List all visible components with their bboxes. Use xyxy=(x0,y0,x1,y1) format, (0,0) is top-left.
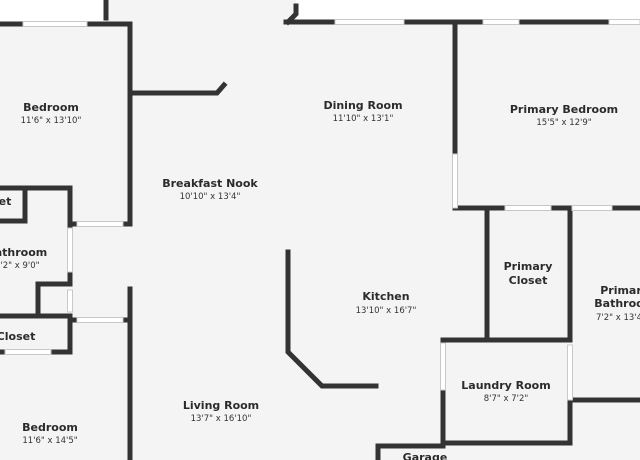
dims-primary-bathroom: 7'2" x 13'4 xyxy=(596,313,640,323)
window-dining xyxy=(334,19,405,25)
window-primary-bedroom-top xyxy=(482,19,520,25)
label-closet-top-left: et xyxy=(0,195,11,208)
window-bath-right xyxy=(67,227,73,273)
floor-top-passage xyxy=(106,0,296,24)
room-labels: Bedroom 11'6" x 13'10" Breakfast Nook 10… xyxy=(0,99,640,460)
window-primary-bedroom-bottom xyxy=(504,205,552,211)
label-bedroom-top: Bedroom xyxy=(23,101,79,114)
label-living-room: Living Room xyxy=(183,399,259,412)
label-dining-room: Dining Room xyxy=(323,99,402,112)
window-bath-small xyxy=(67,289,73,313)
window-closet-bottom xyxy=(4,349,52,355)
label-primary-bathroom-1: Primar xyxy=(600,284,640,297)
wall-kitchen-island xyxy=(285,249,379,389)
label-bathroom: athroom xyxy=(0,246,47,259)
dims-kitchen: 13'10" x 16'7" xyxy=(356,306,417,316)
wall-top-hook xyxy=(284,3,299,26)
dims-living-room: 13'7" x 16'10" xyxy=(191,414,252,424)
window-laundry-left xyxy=(440,342,446,391)
dims-breakfast-nook: 10'10" x 13'4" xyxy=(180,192,241,202)
window-laundry-right xyxy=(567,344,573,401)
window-dining-side xyxy=(452,153,458,209)
label-primary-bathroom-2: Bathroo xyxy=(594,297,640,310)
window-bedroom-top-bottom xyxy=(76,221,124,227)
label-laundry-room: Laundry Room xyxy=(461,379,550,392)
dims-laundry-room: 8'7" x 7'2" xyxy=(484,394,529,404)
window-primary-bedroom-top-right xyxy=(608,19,640,25)
label-primary-closet-2: Closet xyxy=(509,274,548,287)
label-primary-bedroom: Primary Bedroom xyxy=(510,103,618,116)
window-bedroom-bottom-top xyxy=(76,317,124,323)
windows xyxy=(4,19,640,401)
window-bedroom-top xyxy=(22,21,88,27)
wall-nook-stub xyxy=(131,81,228,96)
label-kitchen: Kitchen xyxy=(362,290,409,303)
dims-bathroom: '2" x 9'0" xyxy=(0,261,39,271)
label-bedroom-bottom: Bedroom xyxy=(22,421,78,434)
label-breakfast-nook: Breakfast Nook xyxy=(162,177,258,190)
dims-bedroom-bottom: 11'6" x 14'5" xyxy=(22,436,77,446)
label-primary-closet-1: Primary xyxy=(504,260,553,273)
floor-main xyxy=(0,22,640,460)
dims-primary-bedroom: 15'5" x 12'9" xyxy=(536,118,591,128)
label-closet-left: Closet xyxy=(0,330,35,343)
dims-dining-room: 11'10" x 13'1" xyxy=(333,114,394,124)
label-garage: Garage xyxy=(403,451,448,460)
window-primary-bedroom-bottom-right xyxy=(571,205,613,211)
dims-bedroom-top: 11'6" x 13'10" xyxy=(21,116,82,126)
